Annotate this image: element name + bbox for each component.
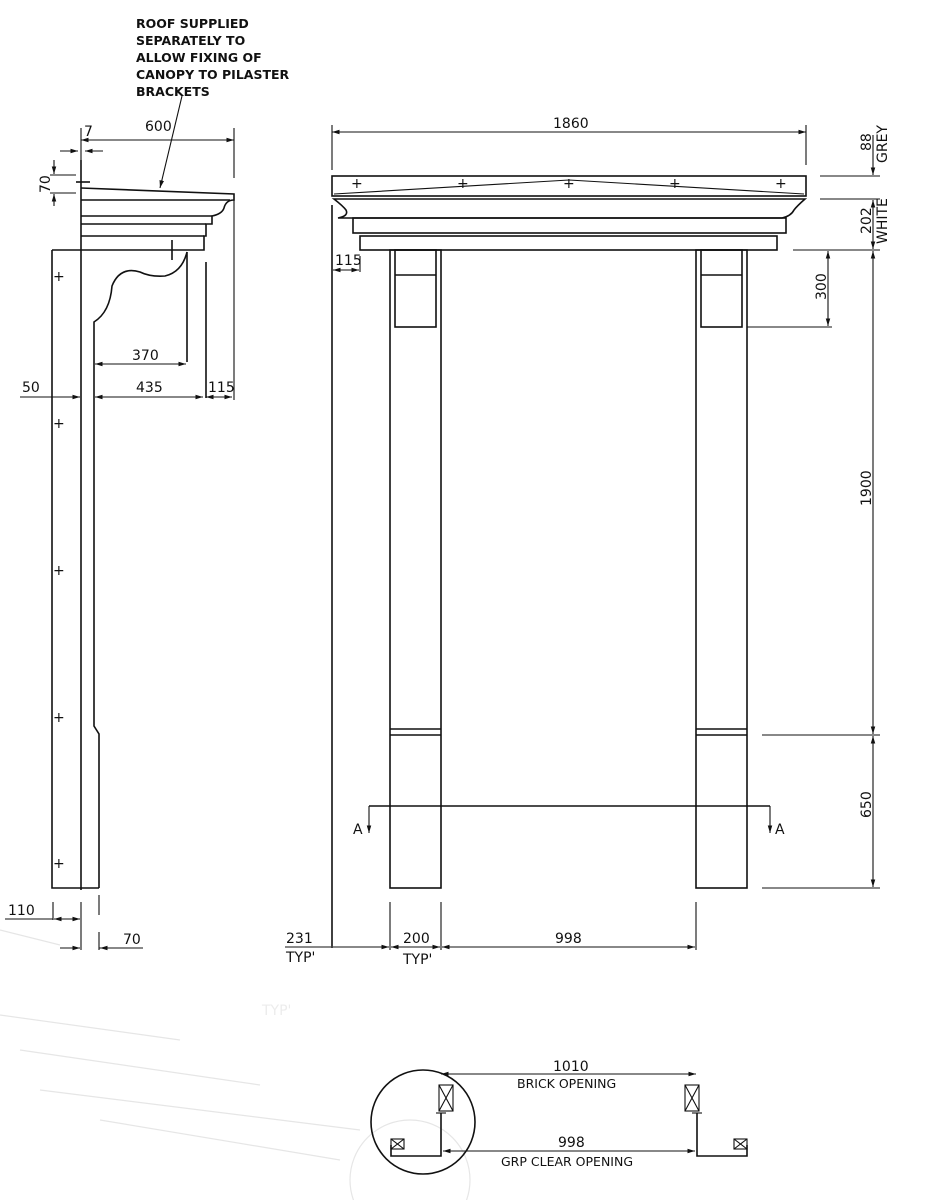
svg-text:+: + — [669, 176, 681, 192]
clear-opening-value: 998 — [558, 1135, 585, 1151]
dim-base-width: 110 — [8, 903, 35, 919]
background-smudges: TYP' — [0, 929, 471, 1200]
note-leader-arrow — [159, 95, 183, 189]
dim-pilaster-width-note: TYP' — [402, 952, 432, 968]
dim-roof-offset: 7 — [84, 124, 93, 140]
front-elevation: 1860 + + + + + 115 — [285, 116, 891, 968]
brick-opening-value: 1010 — [553, 1059, 589, 1075]
dim-side-offset-note: TYP' — [285, 950, 315, 966]
svg-text:+: + — [775, 176, 787, 192]
dim-capital-height: 300 — [814, 273, 830, 300]
roof-note-line-1: ROOF SUPPLIED — [136, 16, 249, 31]
fixing-box-right — [733, 1138, 748, 1150]
section-marker-left: A — [353, 822, 363, 838]
svg-text:+: + — [53, 269, 65, 285]
dim-front-overhang: 115 — [335, 253, 362, 269]
ghost-typ-text: TYP' — [261, 1003, 291, 1019]
section-marker-right: A — [775, 822, 785, 838]
svg-text:+: + — [53, 416, 65, 432]
brick-tie-right — [684, 1084, 700, 1112]
dim-roof-height: 88 — [859, 133, 875, 151]
svg-text:+: + — [563, 176, 575, 192]
svg-text:+: + — [53, 856, 65, 872]
roof-note-line-5: BRACKETS — [136, 84, 210, 99]
roof-note-line-2: SEPARATELY TO — [136, 33, 245, 48]
side-fixing-marks: + + + + + — [53, 269, 65, 872]
dim-roof-thickness: 70 — [38, 175, 54, 193]
roof-note: ROOF SUPPLIED SEPARATELY TO ALLOW FIXING… — [136, 16, 290, 189]
detail-circle — [370, 1069, 476, 1175]
svg-text:+: + — [53, 710, 65, 726]
svg-text:+: + — [351, 176, 363, 192]
fixing-box-left — [390, 1138, 405, 1150]
section-line-a-a: A A — [353, 805, 785, 838]
dim-side-overhang: 115 — [208, 380, 235, 396]
dim-clear-opening: 998 — [555, 931, 582, 947]
front-fixing-marks: + + + + + — [351, 176, 787, 192]
dim-base-step: 70 — [123, 932, 141, 948]
dim-cornice-height: 202 — [859, 207, 875, 234]
side-elevation: ROOF SUPPLIED SEPARATELY TO ALLOW FIXING… — [5, 16, 290, 951]
dim-pilaster-to-face: 50 — [22, 380, 40, 396]
dim-overall-width: 1860 — [553, 116, 589, 132]
dim-pilaster-height: 1900 — [859, 470, 875, 506]
cornice-finish-label: WHITE — [875, 198, 891, 244]
svg-text:+: + — [457, 176, 469, 192]
roof-note-line-4: CANOPY TO PILASTER — [136, 67, 290, 82]
dim-side-offset: 231 — [286, 931, 313, 947]
dim-bracket-width: 370 — [132, 348, 159, 364]
clear-opening-label: GRP CLEAR OPENING — [501, 1154, 633, 1169]
dim-pilaster-width: 200 — [403, 931, 430, 947]
brick-tie-left — [438, 1084, 454, 1112]
dim-canopy-projection: 600 — [145, 119, 172, 135]
dim-bracket-depth: 435 — [136, 380, 163, 396]
section-plan: 1010 BRICK OPENING 998 GRP CLEAR OPENING — [370, 1059, 748, 1175]
brick-opening-label: BRICK OPENING — [517, 1076, 616, 1091]
roof-finish-label: GREY — [875, 125, 891, 163]
roof-note-line-3: ALLOW FIXING OF — [136, 50, 262, 65]
dim-plinth-height: 650 — [859, 791, 875, 818]
svg-text:+: + — [53, 563, 65, 579]
